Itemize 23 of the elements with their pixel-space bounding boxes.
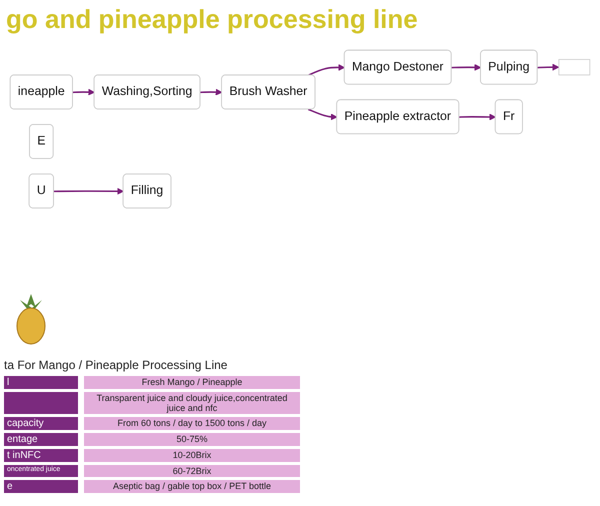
arrow (72, 88, 95, 96)
table-cell: Fresh Mango / Pineapple (84, 376, 300, 389)
arrow (308, 64, 345, 76)
arrow (200, 88, 222, 96)
arrow (308, 108, 338, 120)
table-header-cell: entage (4, 433, 78, 446)
arrow (54, 188, 124, 195)
diagram-title: go and pineapple processing line (6, 4, 418, 35)
table-cell: 60-72Brix (84, 465, 300, 477)
table-cell: 10-20Brix (84, 449, 300, 462)
table-header-cell: l (4, 376, 78, 389)
table-title: ta For Mango / Pineapple Processing Line (4, 358, 228, 372)
arrow (538, 64, 560, 71)
table-cell: 50-75% (84, 433, 300, 446)
table-header-cell: capacity (4, 417, 78, 430)
arrow (452, 64, 482, 71)
table-cell: From 60 tons / day to 1500 tons / day (84, 417, 300, 430)
arrow (459, 114, 496, 120)
table-header-cell: t inNFC (4, 449, 78, 462)
table-cell: Aseptic bag / gable top box / PET bottle (84, 480, 300, 493)
node-box (558, 59, 590, 76)
table-cell: Transparent juice and cloudy juice,concentrated juice and nfc (84, 392, 300, 414)
table-header-cell: e (4, 480, 78, 493)
